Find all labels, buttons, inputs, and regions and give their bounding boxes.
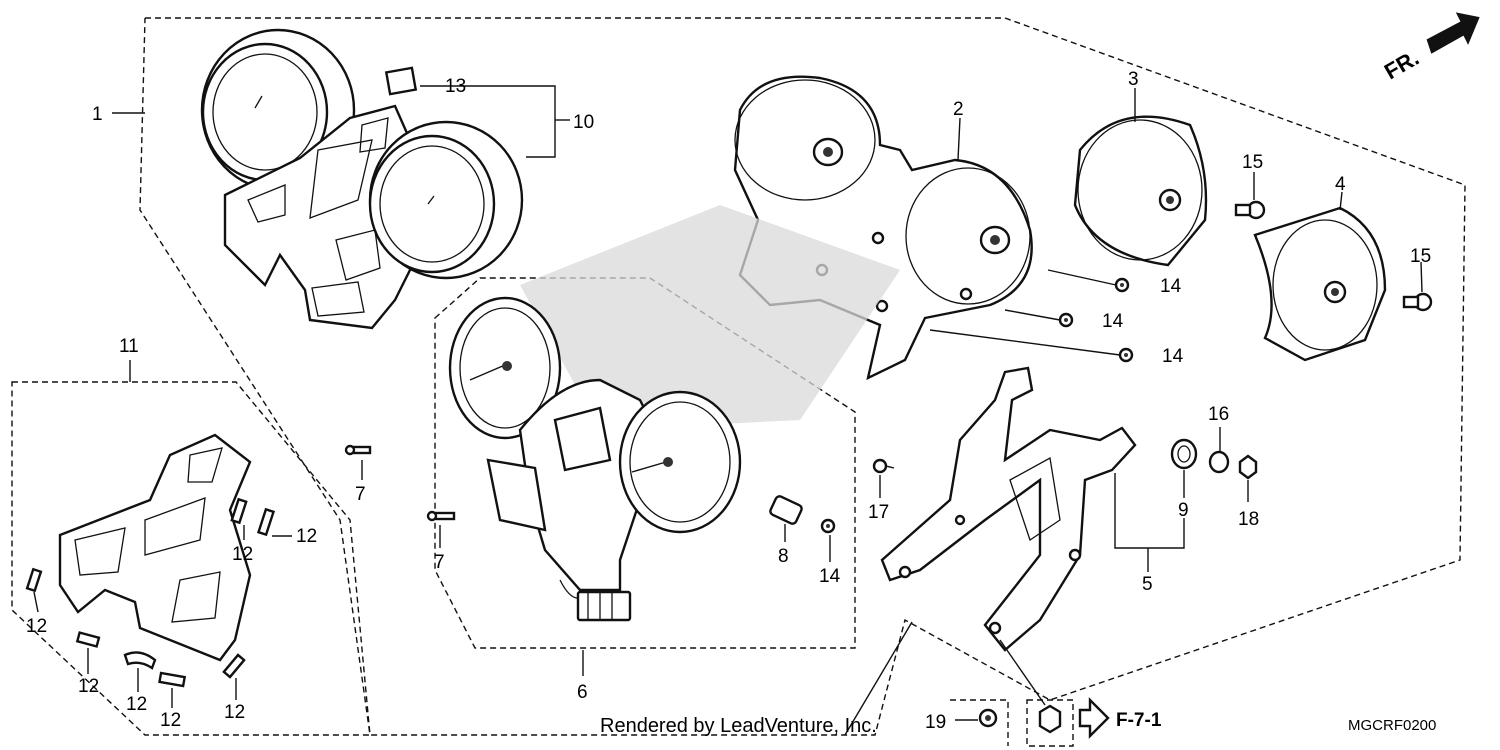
meter-cover-panel xyxy=(25,433,276,688)
callout-3: 3 xyxy=(1128,69,1139,90)
callout-2: 2 xyxy=(953,99,964,120)
assembly-boundary xyxy=(11,17,1466,747)
callout-labels: 1 2 3 4 5 6 7 7 8 9 10 11 12 12 12 12 12… xyxy=(26,69,1431,733)
callout-12-g: 12 xyxy=(224,702,245,723)
grommet-9 xyxy=(1170,438,1198,470)
callout-12-a: 12 xyxy=(232,544,253,565)
drawing-code: MGCRF0200 xyxy=(1348,717,1436,734)
meter-case-upper xyxy=(200,28,524,330)
nut-18 xyxy=(1238,454,1258,480)
callout-15-right: 15 xyxy=(1410,246,1431,267)
callout-16: 16 xyxy=(1208,404,1229,425)
bolt-7-left xyxy=(344,444,372,456)
callout-12-d: 12 xyxy=(78,676,99,697)
meter-bracket xyxy=(880,366,1137,652)
meter-cover-assembly xyxy=(733,75,1387,381)
callout-12-e: 12 xyxy=(126,694,147,715)
callout-19: 19 xyxy=(925,712,946,733)
callout-6: 6 xyxy=(577,682,588,703)
front-direction-label: FR. xyxy=(1380,45,1423,84)
callout-14-d: 14 xyxy=(819,566,841,587)
callout-12-f: 12 xyxy=(160,710,181,731)
screw-14-bottom xyxy=(820,518,836,534)
meter-assembly xyxy=(448,205,900,622)
leader-lines xyxy=(33,85,1423,736)
callout-14-b: 14 xyxy=(1102,311,1124,332)
screw-14b xyxy=(1058,312,1074,328)
callout-14-c: 14 xyxy=(1162,346,1184,367)
callout-13: 13 xyxy=(445,76,466,97)
callout-9: 9 xyxy=(1178,500,1189,521)
callout-18: 18 xyxy=(1238,509,1259,530)
callout-10: 10 xyxy=(573,112,594,133)
callout-4: 4 xyxy=(1335,174,1346,195)
callout-8: 8 xyxy=(778,546,789,567)
callout-5: 5 xyxy=(1142,574,1153,595)
callout-15-left: 15 xyxy=(1242,152,1263,173)
bolt-7-center xyxy=(426,510,456,522)
screw-19 xyxy=(978,708,998,728)
callout-7-center: 7 xyxy=(434,552,445,573)
reference-label: F-7-1 xyxy=(1116,710,1162,731)
callout-17: 17 xyxy=(868,502,889,523)
callout-1: 1 xyxy=(92,104,103,125)
callout-7-left: 7 xyxy=(355,484,366,505)
reference-link[interactable]: F-7-1 xyxy=(1078,697,1162,739)
hardware-items xyxy=(344,200,1433,734)
callout-12-c: 12 xyxy=(26,616,47,637)
screw-14a xyxy=(1114,277,1130,293)
screw-15-right xyxy=(1402,292,1433,312)
callout-12-b: 12 xyxy=(296,526,317,547)
washer-16 xyxy=(1208,450,1230,474)
footer-credit: Rendered by LeadVenture, Inc. xyxy=(600,715,877,737)
nut-in-box xyxy=(1038,704,1062,734)
callout-14-a: 14 xyxy=(1160,276,1182,297)
screw-17 xyxy=(872,458,895,474)
front-direction-arrow: FR. xyxy=(1380,12,1480,84)
screw-15-left xyxy=(1234,200,1266,220)
socket-8 xyxy=(769,495,803,525)
callout-11: 11 xyxy=(119,336,139,357)
screw-14c xyxy=(1118,347,1134,363)
